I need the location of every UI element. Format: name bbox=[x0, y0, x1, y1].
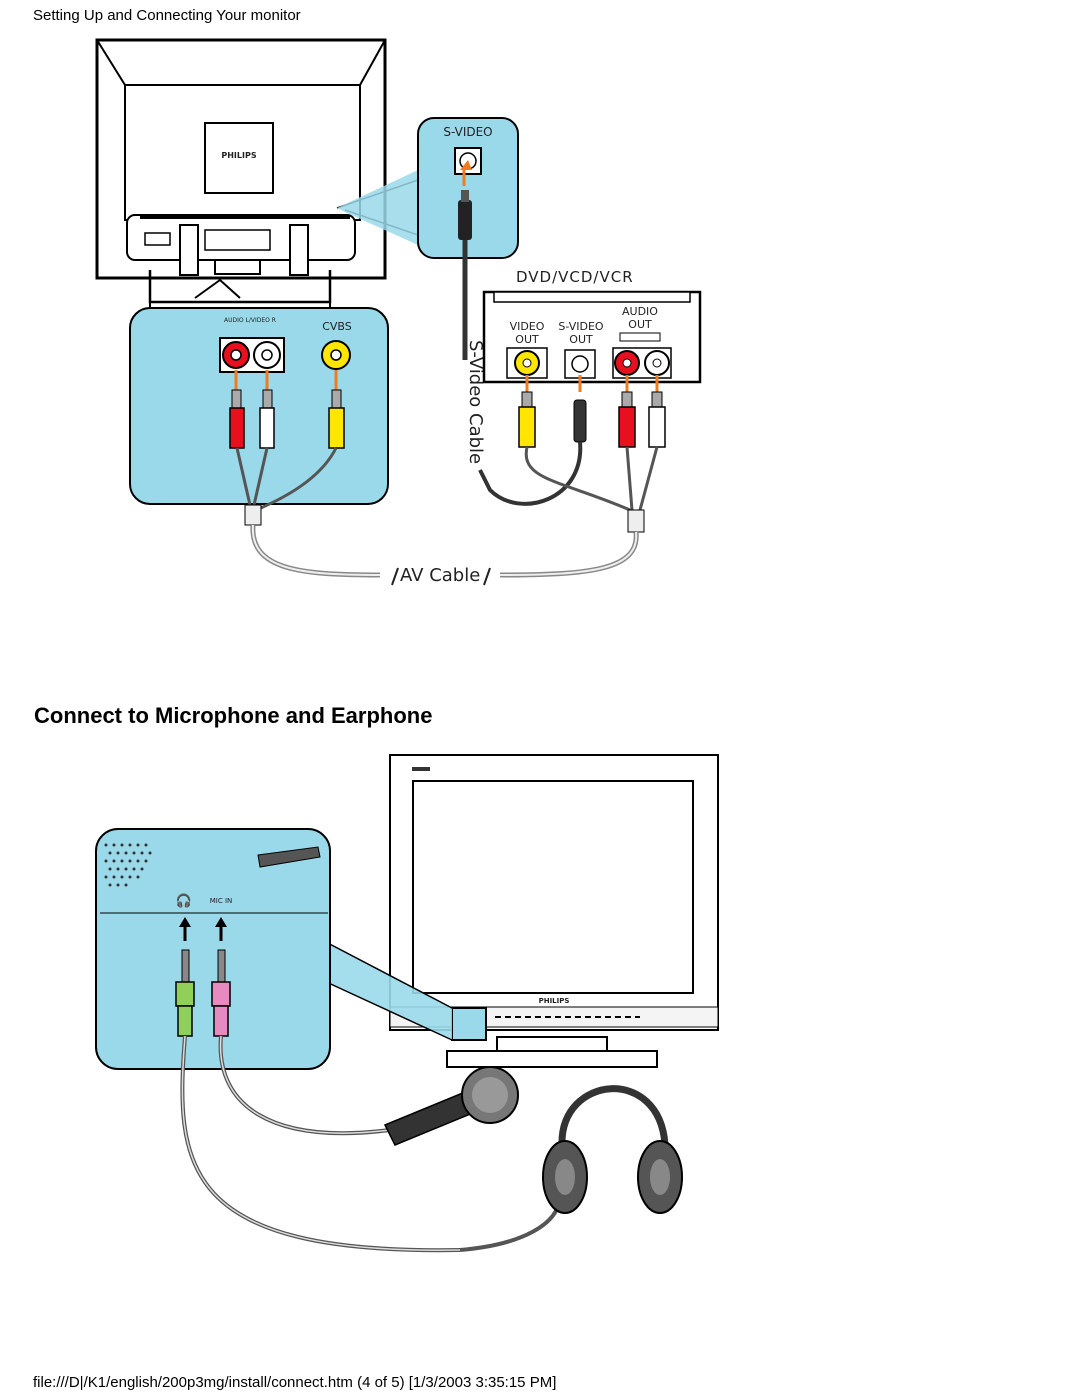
svideo-av-connection-diagram: PHILIPS S-VIDEO S-Video Cable AUDIO L/VI… bbox=[95, 38, 702, 586]
section-heading: Connect to Microphone and Earphone bbox=[34, 703, 433, 728]
cvbs-label: CVBS bbox=[322, 320, 352, 333]
device-label: DVD/VCD/VCR bbox=[516, 268, 634, 286]
audio-out-label-1: AUDIO bbox=[622, 305, 658, 318]
mic-port-label: MIC IN bbox=[210, 897, 233, 905]
page-header: Setting Up and Connecting Your monitor bbox=[33, 7, 301, 24]
audio-out-label-2: OUT bbox=[628, 318, 652, 331]
svideo-out-label-1: S-VIDEO bbox=[558, 320, 603, 333]
page-footer: file:///D|/K1/english/200p3mg/install/co… bbox=[33, 1374, 557, 1391]
svideo-out-label-2: OUT bbox=[569, 333, 593, 346]
svideo-port-label: S-VIDEO bbox=[443, 125, 492, 139]
headphone-icon: 🎧 bbox=[176, 893, 192, 909]
monitor-front-illustration: PHILIPS bbox=[389, 754, 719, 1068]
microphone-illustration bbox=[383, 1066, 519, 1146]
video-out-label-1: VIDEO bbox=[510, 320, 545, 333]
dvd-vcd-vcr-device: DVD/VCD/VCR VIDEO OUT S-VIDEO OUT AUDIO … bbox=[482, 268, 702, 384]
mic-earphone-connection-diagram: PHILIPS 🎧 MIC IN bbox=[95, 754, 719, 1253]
video-out-label-2: OUT bbox=[515, 333, 539, 346]
av-port-panel: AUDIO L/VIDEO R CVBS bbox=[129, 307, 389, 505]
audio-port-label: AUDIO L/VIDEO R bbox=[224, 317, 276, 324]
audio-jack-panel: 🎧 MIC IN bbox=[95, 828, 331, 1070]
front-brand-logo: PHILIPS bbox=[539, 997, 570, 1005]
svideo-cable-label: S-Video Cable bbox=[465, 340, 486, 464]
headphones-illustration bbox=[542, 1085, 683, 1214]
svideo-port-panel: S-VIDEO bbox=[417, 117, 519, 259]
rear-brand-logo: PHILIPS bbox=[221, 151, 256, 160]
av-cable-label: AV Cable bbox=[400, 565, 480, 586]
monitor-rear-illustration: PHILIPS bbox=[95, 38, 387, 304]
